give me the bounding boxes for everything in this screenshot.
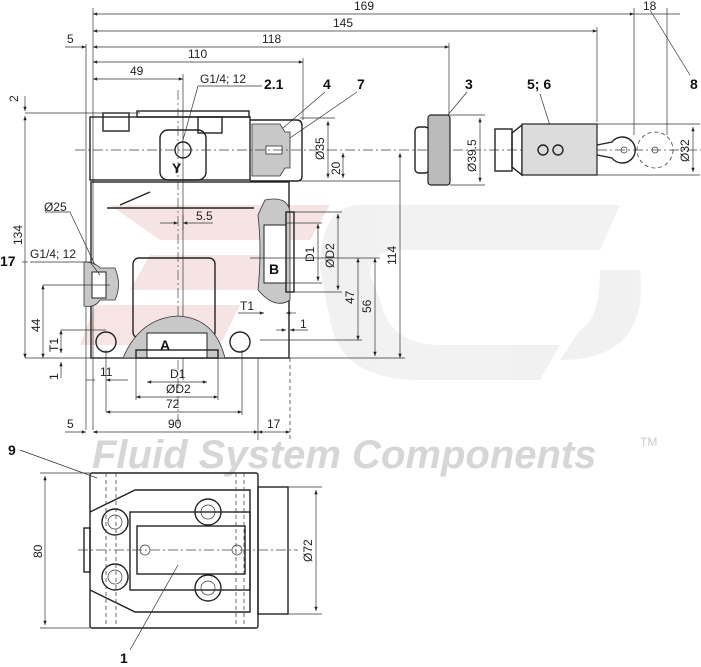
dim-56: 56 [360,299,374,313]
dim-1-right: 1 [300,317,307,331]
dim-18: 18 [643,0,657,13]
dim-39-5: Ø39.5 [465,139,479,172]
port-a-label: A [160,337,170,353]
dim-25: Ø25 [44,200,67,214]
dim-47: 47 [343,290,357,304]
dim-d1-bottom: D1 [170,367,186,381]
dim-od2-bottom: ØD2 [166,382,191,396]
dim-110: 110 [188,47,207,61]
dim-5-top: 5 [67,32,74,46]
dim-5-bottom: 5 [67,417,74,431]
dim-17: 17 [267,417,281,431]
valve-body-side-view [75,90,701,430]
port-y-thread: G1/4; 12 [200,72,246,86]
dim-145: 145 [333,16,353,30]
dim-134: 134 [11,225,25,245]
dim-od2-right: ØD2 [323,243,337,268]
dim-32: Ø32 [678,139,692,162]
watermark-logo [80,205,641,380]
dim-d1-right: D1 [303,246,317,262]
callout-3: 3 [465,76,473,92]
right-dimensions [238,117,405,359]
callout-9: 9 [8,442,16,458]
dim-114: 114 [385,246,399,265]
dim-169: 169 [354,0,374,13]
dim-5-5: 5.5 [196,209,213,223]
valve-body-top-view [19,449,322,651]
dim-90: 90 [168,417,182,431]
dim-t1-right: T1 [240,299,254,313]
dim-11: 11 [100,365,113,379]
dim-72: 72 [166,397,180,411]
dim-2: 2 [7,95,21,102]
callout-7: 7 [357,76,365,92]
dim-72-diameter: Ø72 [301,539,315,562]
adjustment-knob [414,114,485,186]
callout-17: 17 [0,253,16,269]
port-y-label: Y [172,160,182,176]
left-dimensions [22,96,140,378]
watermark-text: Fluid System Components [92,433,597,477]
top-dimensions [65,8,691,430]
dim-80: 80 [31,544,45,558]
dim-20: 20 [329,161,343,175]
dim-35: Ø35 [313,137,327,160]
body-dimensions [65,215,291,440]
callout-5-6: 5; 6 [527,76,551,92]
callout-4: 4 [323,76,331,92]
watermark-trademark: TM [640,435,657,449]
dim-118: 118 [262,32,281,46]
dim-t1-left: T1 [47,338,61,352]
dim-1-left: 1 [47,373,61,380]
callout-2-1: 2.1 [264,76,284,92]
dim-49: 49 [130,64,144,78]
dim-44: 44 [29,318,43,332]
port-17-thread: G1/4; 12 [30,247,76,261]
lockable-knob [494,123,700,177]
port-b-label: B [269,261,279,277]
callout-8: 8 [690,76,698,92]
callout-1: 1 [120,650,128,666]
